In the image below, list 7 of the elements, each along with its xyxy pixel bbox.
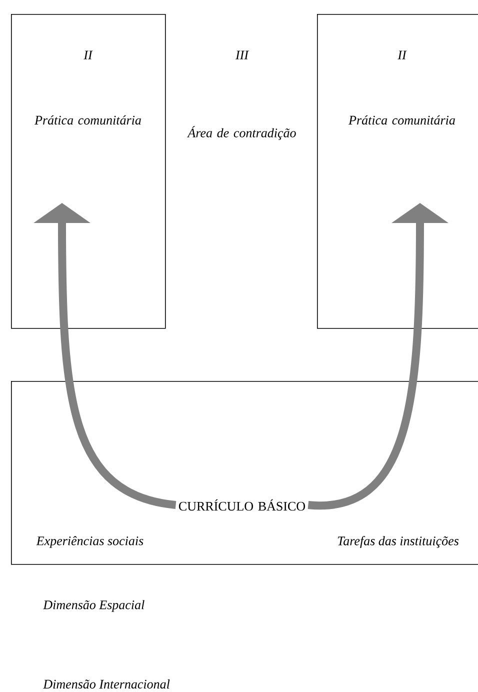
- practice-box: II Prática comunitária: [317, 14, 478, 329]
- text-label: Dimensão Internacional: [43, 679, 170, 689]
- text-label: Área de contradição: [187, 126, 296, 140]
- practice-box: II Prática comunitária: [11, 14, 166, 329]
- text-label: III: [235, 50, 249, 60]
- node-label: CURRÍCULO BÁSICO: [178, 499, 306, 511]
- text-label: Dimensão Espacial: [43, 600, 144, 612]
